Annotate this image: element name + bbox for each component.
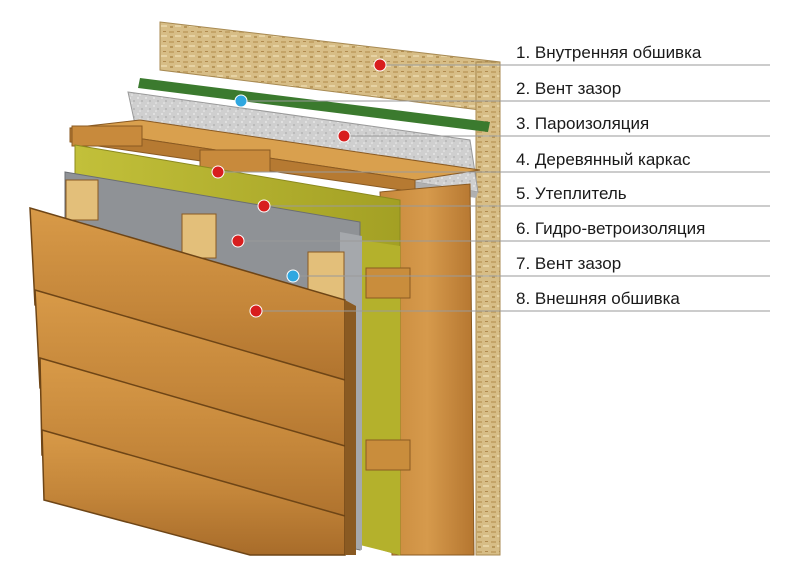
- leader-lines: [218, 64, 770, 312]
- marker-7: [286, 269, 300, 283]
- marker-5: [257, 199, 271, 213]
- label-insulation: 5. Утеплитель: [516, 184, 627, 203]
- label-outer-cladding: 8. Внешняя обшивка: [516, 289, 680, 308]
- label-vent-gap-2: 7. Вент зазор: [516, 254, 621, 273]
- battens-layer: [65, 179, 411, 471]
- label-wooden-frame: 4. Деревянный каркас: [516, 150, 691, 169]
- vent-gap-film: [138, 78, 490, 132]
- marker-8: [249, 304, 263, 318]
- inner-sheathing-layer: [159, 21, 501, 556]
- marker-3: [337, 129, 351, 143]
- label-inner-sheathing: 1. Внутренняя обшивка: [516, 43, 702, 62]
- marker-4: [211, 165, 225, 179]
- outer-cladding-layer: [29, 206, 356, 556]
- marker-1: [373, 58, 387, 72]
- marker-2: [234, 94, 248, 108]
- label-vent-gap-1: 2. Вент зазор: [516, 79, 621, 98]
- label-membrane: 6. Гидро-ветроизоляция: [516, 219, 705, 238]
- label-vapor-barrier: 3. Пароизоляция: [516, 114, 649, 133]
- markers: [211, 58, 387, 318]
- layer-labels: 1. Внутренняя обшивка 2. Вент зазор 3. П…: [516, 43, 705, 308]
- marker-6: [231, 234, 245, 248]
